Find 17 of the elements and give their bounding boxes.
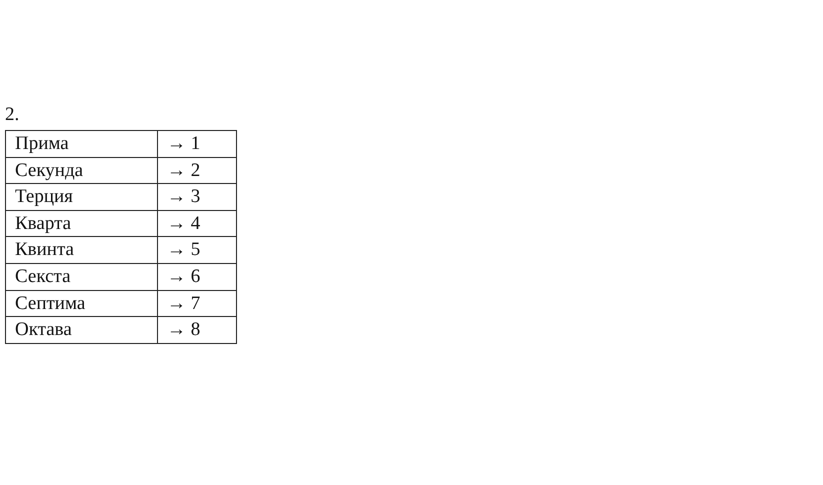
interval-cell: Кварта <box>6 210 158 238</box>
interval-cell: Терция <box>6 184 158 211</box>
degree-cell: → 7 <box>158 290 237 318</box>
degree-cell: → 3 <box>158 184 237 211</box>
degree-cell: → 5 <box>158 237 237 264</box>
interval-cell: Секста <box>6 264 158 291</box>
task-number: 2. <box>5 104 20 126</box>
degree-cell: → 2 <box>158 158 237 184</box>
degree-cell: → 6 <box>158 264 237 291</box>
interval-cell: Квинта <box>6 237 158 264</box>
degree-cell: → 8 <box>158 317 237 344</box>
interval-cell: Секунда <box>6 158 158 184</box>
interval-cell: Септима <box>6 290 158 318</box>
degree-cell: → 4 <box>158 210 237 238</box>
interval-cell: Прима <box>6 131 158 158</box>
interval-cell: Октава <box>6 317 158 344</box>
degree-cell: → 1 <box>158 131 237 158</box>
